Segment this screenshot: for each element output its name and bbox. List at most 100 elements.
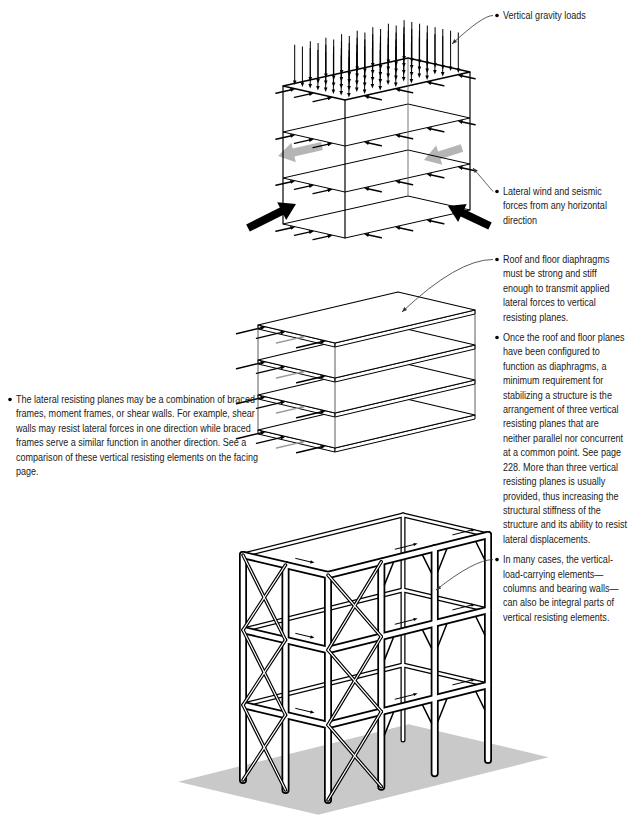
brace-member-core [328, 562, 381, 650]
gravity-arrow-head [332, 89, 336, 94]
gravity-arrow-shaft [302, 47, 303, 83]
lateral-arrow-head [280, 331, 285, 335]
gravity-arrow-head [425, 68, 429, 73]
gravity-arrow-head [363, 82, 367, 87]
force-arrow-head [413, 543, 417, 546]
gravity-arrow-shaft [419, 24, 420, 60]
lateral-arrow-head [426, 81, 431, 85]
gravity-arrow-head [301, 82, 305, 87]
lateral-arrow-head [300, 370, 305, 374]
force-arrow-shaft [296, 558, 312, 562]
lateral-arrow-shaft [368, 235, 382, 238]
lateral-arrow-shaft [277, 442, 302, 448]
gravity-arrow-head [347, 79, 351, 84]
gravity-arrow-head [387, 67, 391, 72]
lateral-arrow-shaft [368, 97, 382, 100]
lateral-arrow-head [364, 233, 369, 237]
lateral-arrow-shaft [276, 182, 292, 186]
gravity-arrow-head [379, 72, 383, 77]
lateral-arrow-head [320, 445, 325, 449]
gravity-arrow-head [371, 77, 375, 82]
moment-haunch [385, 563, 394, 585]
lateral-arrow-head [300, 440, 305, 444]
lateral-arrow-shaft [313, 190, 329, 194]
moment-haunch [423, 630, 432, 648]
lateral-arrow-shaft [399, 228, 413, 231]
gravity-arrow-shaft [364, 33, 365, 69]
leader-line [436, 560, 493, 590]
back-member [403, 590, 488, 610]
force-arrow-head [471, 529, 475, 532]
brace-member [243, 630, 286, 715]
moment-haunch [385, 638, 394, 660]
gravity-arrow-shaft [310, 42, 311, 78]
leader-line [402, 260, 493, 313]
corner-edge [344, 100, 345, 238]
brace-member-core [328, 725, 381, 787]
gravity-arrow-head [387, 60, 391, 65]
leader-line [452, 16, 493, 45]
back-member-core [403, 515, 488, 535]
bullet-dot [495, 336, 499, 340]
force-arrow-head [310, 710, 314, 713]
moment-haunch [476, 542, 485, 560]
lateral-arrow-shaft [313, 98, 329, 102]
lateral-arrow-shaft [430, 221, 444, 224]
gravity-arrow-shaft [333, 40, 334, 76]
lateral-arrow-head [260, 431, 265, 435]
brace-member [243, 705, 286, 790]
annotation-text: Roof and floor diaphragms must be strong… [503, 252, 629, 324]
leader-head [473, 168, 478, 173]
lateral-arrow-head [364, 95, 369, 99]
gravity-arrow-head [371, 63, 375, 68]
gravity-arrow-shaft [357, 31, 358, 67]
gravity-arrow-shaft [442, 29, 443, 65]
brace-member [328, 725, 381, 787]
lateral-arrow-shaft [368, 189, 382, 192]
gravity-arrow-head [371, 84, 375, 89]
annotation-text: The lateral resisting planes may be a co… [16, 392, 265, 478]
lateral-arrow-head [280, 436, 285, 440]
brace-member [328, 562, 381, 650]
gravity-arrow-head [378, 86, 382, 91]
back-member-core [403, 665, 488, 685]
gravity-arrow-head [418, 67, 422, 72]
force-arrow-shaft [296, 708, 312, 712]
gravity-arrow-head [379, 79, 383, 84]
lateral-arrow-shaft [276, 136, 292, 140]
lateral-arrow-head [290, 88, 295, 92]
bullet-dot [495, 190, 499, 194]
lateral-arrow-shaft [430, 129, 444, 132]
annotation-text: Once the roof and floor planes have been… [503, 330, 629, 546]
lateral-arrow-head [327, 142, 332, 146]
gravity-arrow-shaft [388, 24, 389, 60]
corner-edge [475, 310, 476, 415]
gravity-arrow-head [441, 72, 445, 77]
frame-member [239, 555, 247, 780]
ground-plane [178, 724, 549, 815]
back-member [243, 515, 403, 555]
gravity-arrow-head [402, 70, 406, 75]
brace-member-core [328, 637, 381, 725]
lateral-arrow-shaft [430, 83, 444, 86]
lateral-arrow-head [280, 401, 285, 405]
force-arrow-head [310, 635, 314, 638]
gravity-arrow-head [340, 84, 344, 89]
frame-member [282, 565, 290, 790]
back-member-core [243, 515, 403, 555]
gravity-arrow-head [433, 70, 437, 75]
lateral-arrow-head [290, 180, 295, 184]
gravity-arrow-head [339, 91, 343, 96]
bullet-dot [495, 558, 499, 562]
gravity-arrow-head [379, 65, 383, 70]
lateral-arrow-shaft [313, 144, 329, 148]
gravity-arrow-head [332, 82, 336, 87]
brace-member-core [243, 705, 286, 790]
frame-member-core [328, 535, 488, 575]
gravity-arrow-head [394, 68, 398, 73]
load-box [246, 21, 492, 240]
gravity-arrow-shaft [427, 26, 428, 62]
lateral-arrow-head [320, 375, 325, 379]
brace-member-core [328, 712, 381, 800]
lateral-arrow-shaft [461, 122, 475, 125]
